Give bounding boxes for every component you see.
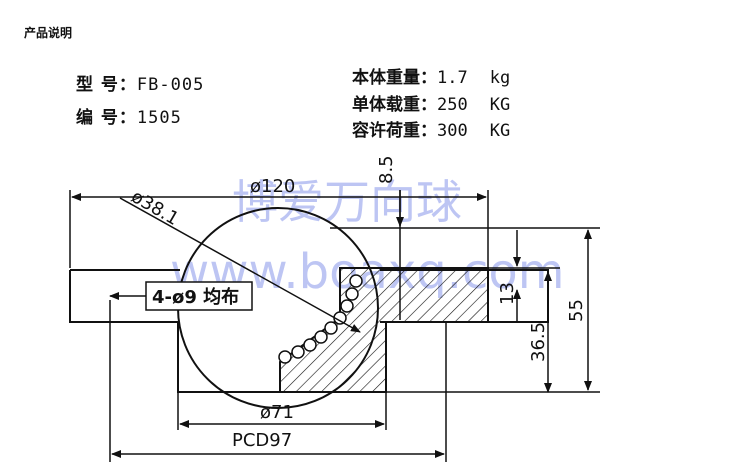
load-unit: KG xyxy=(489,95,511,115)
dim-protrusion: 8.5 xyxy=(376,155,397,184)
dim-outer-dia: ø120 xyxy=(250,176,295,197)
dim-pcd: PCD97 xyxy=(232,430,292,451)
load-row-weight: 本体重量：1.7 kg xyxy=(352,63,510,88)
load-unit: KG xyxy=(489,121,511,141)
load-value: 1.7 xyxy=(437,68,468,88)
dim-height-below: 36.5 xyxy=(528,322,549,362)
load-row-allowable: 容许荷重：300 KG xyxy=(352,116,510,141)
model-label: 型 号： xyxy=(76,75,137,95)
load-label: 单体载重： xyxy=(352,95,437,115)
model-row: 型 号：FB-005 xyxy=(76,70,204,95)
code-label: 编 号： xyxy=(76,108,137,128)
code-row: 编 号：1505 xyxy=(76,103,182,128)
load-label: 容许荷重： xyxy=(352,121,437,141)
caption: 产品说明 xyxy=(24,26,73,40)
dim-flange-thickness: 13 xyxy=(497,282,518,305)
body-outline xyxy=(177,322,280,393)
model-value: FB-005 xyxy=(136,75,205,95)
dim-total-height: 55 xyxy=(566,299,587,322)
dim-ball-dia: ø38.1 xyxy=(128,186,183,230)
load-value: 300 xyxy=(437,121,468,141)
load-row-single: 单体载重：250 KG xyxy=(352,90,510,115)
load-unit: kg xyxy=(489,68,511,88)
load-value: 250 xyxy=(437,95,468,115)
code-value: 1505 xyxy=(136,108,182,128)
watermark-title: 博爱万向球 xyxy=(232,175,462,229)
bearing-balls xyxy=(278,274,363,364)
load-label: 本体重量： xyxy=(352,68,437,88)
dim-mounting-holes: 4-ø9 均布 xyxy=(152,286,239,308)
dim-body-dia: ø71 xyxy=(260,402,294,423)
